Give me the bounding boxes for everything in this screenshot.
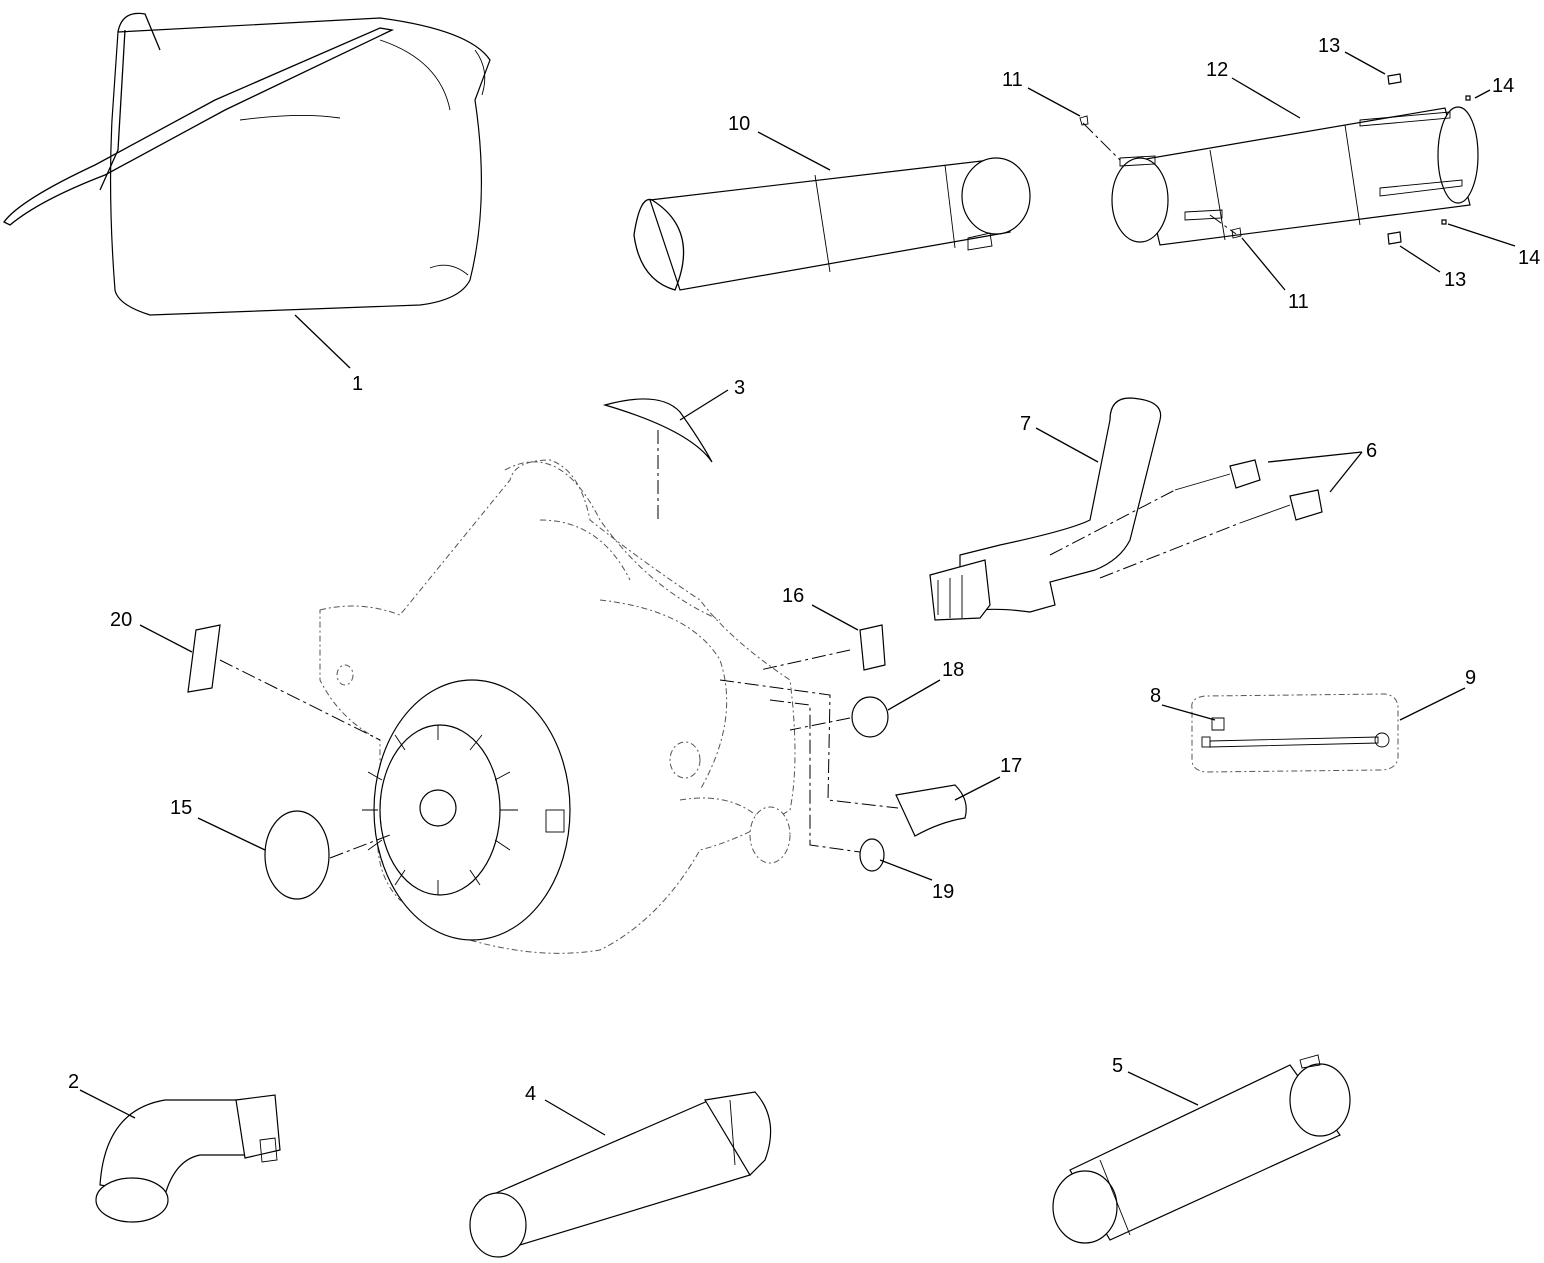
callout-4: 4 xyxy=(525,1083,536,1105)
callout-17: 17 xyxy=(1000,755,1022,777)
callout-15: 15 xyxy=(170,797,192,819)
callout-6: 6 xyxy=(1366,440,1377,462)
leader-lines xyxy=(79,51,1516,1136)
part-6-springs xyxy=(1174,459,1323,524)
part-4-tube xyxy=(469,1091,772,1258)
callout-12: 12 xyxy=(1206,59,1228,81)
callout-8: 8 xyxy=(1150,685,1161,707)
callout-7: 7 xyxy=(1020,413,1031,435)
callout-3: 3 xyxy=(734,377,745,399)
callout-5: 5 xyxy=(1112,1055,1123,1077)
part-7-handle xyxy=(929,397,1162,621)
part-9-cable-assembly xyxy=(1191,693,1399,773)
callout-16: 16 xyxy=(782,585,804,607)
part-1-collection-bag xyxy=(3,12,491,316)
callout-19: 19 xyxy=(932,881,954,903)
callout-11-lower: 11 xyxy=(1288,291,1309,313)
fasteners-11-13-14 xyxy=(1079,73,1471,245)
callout-1: 1 xyxy=(352,373,363,395)
part-10-tube xyxy=(633,157,1031,291)
callout-13-upper: 13 xyxy=(1318,35,1340,57)
callout-20: 20 xyxy=(110,609,132,631)
callout-10: 10 xyxy=(728,113,750,135)
callout-numbers: 1 2 3 4 5 6 7 8 9 10 11 11 12 13 13 14 1… xyxy=(68,35,1540,1105)
part-5-tube xyxy=(1052,1054,1351,1244)
callout-2: 2 xyxy=(68,1071,79,1093)
callout-14-lower: 14 xyxy=(1518,247,1540,269)
assembly-lines xyxy=(219,122,1241,859)
callout-14-upper: 14 xyxy=(1492,75,1514,97)
blower-housing xyxy=(319,459,796,954)
part-12-slotted-tube xyxy=(1111,106,1479,246)
part-3-decal xyxy=(602,398,713,463)
callout-11-upper: 11 xyxy=(1002,69,1023,91)
decals-15-to-20 xyxy=(187,624,967,900)
part-2-elbow xyxy=(95,1094,281,1223)
callout-9: 9 xyxy=(1465,667,1476,689)
callout-13-lower: 13 xyxy=(1444,269,1466,291)
callout-18: 18 xyxy=(942,659,964,681)
